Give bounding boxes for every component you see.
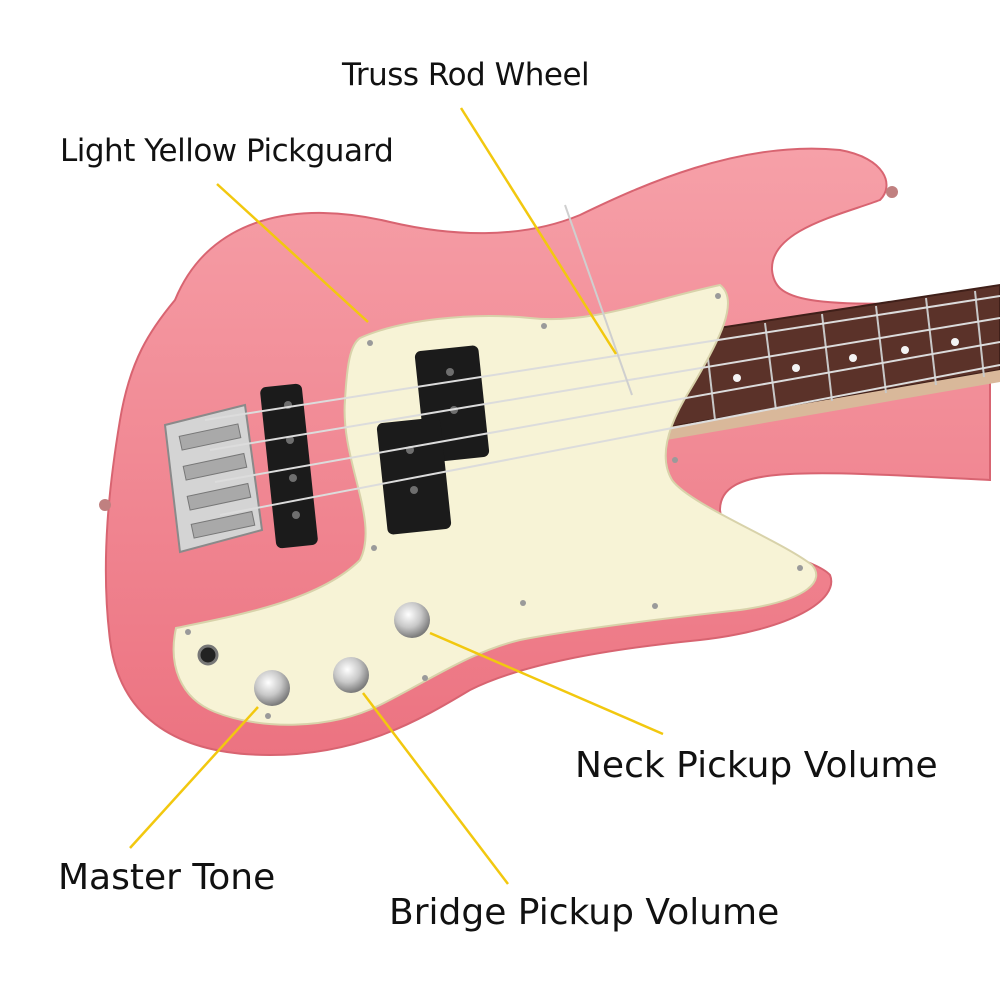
strap-button xyxy=(886,186,898,198)
pickguard xyxy=(172,283,818,726)
leader-lines xyxy=(129,107,664,885)
output-jack xyxy=(197,644,219,666)
strings xyxy=(204,295,1000,516)
bridge-pickup xyxy=(260,383,318,549)
pickguard-label: Light Yellow Pickguard xyxy=(60,133,394,169)
strap-button xyxy=(99,499,111,511)
neck-volume-label: Neck Pickup Volume xyxy=(575,745,938,786)
neck-volume-knob xyxy=(394,602,430,638)
neck-pickup xyxy=(376,345,490,535)
truss-rod-wheel-label: Truss Rod Wheel xyxy=(342,57,590,93)
master-tone-knob xyxy=(254,670,290,706)
bridge xyxy=(163,403,264,554)
pickguard-screws xyxy=(185,293,803,719)
truss-rod-tool xyxy=(564,204,633,396)
master-tone-label: Master Tone xyxy=(58,857,276,898)
bridge-volume-label: Bridge Pickup Volume xyxy=(389,892,780,933)
bridge-volume-knob xyxy=(333,657,369,693)
